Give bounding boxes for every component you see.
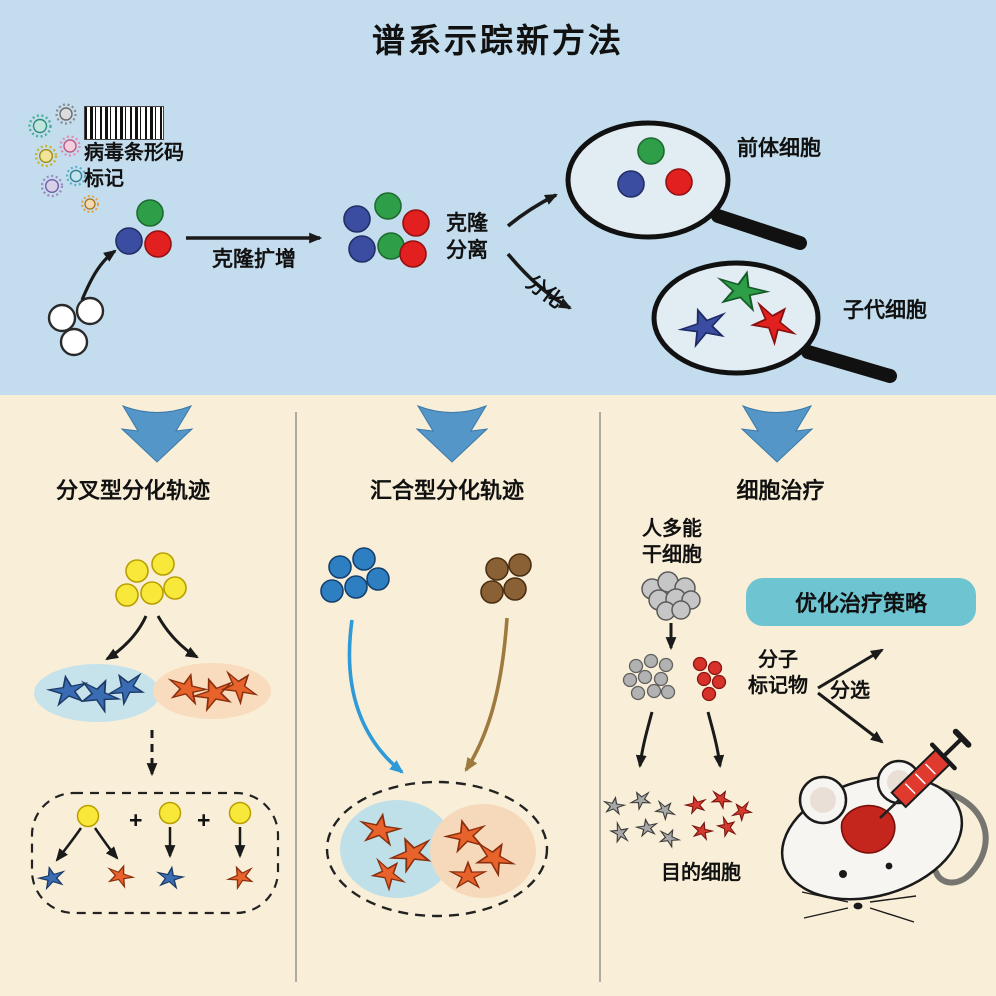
progeny-magnifier [651, 260, 897, 383]
plus-sign-2: + [197, 807, 211, 833]
blue-trajectory-arrow [347, 619, 404, 774]
precursor-magnifier [565, 120, 807, 250]
virus-particles [28, 103, 99, 213]
column-title-bifurcating: 分叉型分化轨迹 [55, 478, 210, 503]
red-target-cells [683, 786, 755, 841]
outcome-group-blue [155, 801, 185, 890]
sorting-label: 分选 [830, 680, 870, 702]
mouse-nose [853, 902, 863, 910]
precursor-cells-label: 前体细胞 [737, 137, 821, 160]
orange-fate-ellipse [153, 663, 271, 719]
column-title-cell-therapy: 细胞治疗 [736, 478, 825, 503]
viral-barcode-label-line2: 标记 [84, 168, 124, 190]
yellow-clone-cluster [115, 552, 187, 607]
clonal-expansion-label: 克隆扩增 [212, 248, 296, 271]
to-precursor-arrow [506, 193, 558, 228]
outcome-group-orange [224, 801, 257, 891]
hpsc-label-line1: 人多能 [642, 518, 702, 540]
big-arrow-right [741, 405, 813, 463]
to-progeny-arrow [506, 252, 572, 310]
outcome-dashed-box [30, 791, 280, 915]
mouse-eye [839, 870, 847, 878]
plus-sign-1: + [129, 807, 143, 833]
blue-clone-cluster [320, 547, 390, 603]
to-red-targets-arrow [706, 711, 725, 769]
column-title-converging: 汇合型分化轨迹 [369, 478, 524, 503]
bifurcation-arrow-right [156, 615, 199, 659]
infection-arrow [80, 249, 117, 301]
to-gray-targets-arrow [635, 711, 654, 769]
top-section-background [0, 0, 996, 395]
bifurcation-arrow-left [105, 615, 148, 661]
brown-clone-cluster [480, 553, 532, 604]
labeled-cell-trio [115, 199, 172, 258]
barcode-image [84, 106, 164, 140]
expanded-clone-cluster [343, 192, 430, 268]
sorting-split-arrows [817, 648, 884, 744]
gray-target-cells [602, 787, 683, 850]
molecular-marker-label-line1: 分子 [758, 649, 798, 671]
blue-fate-ellipse [34, 664, 160, 722]
mouse-whiskers [801, 891, 917, 923]
clone-separation-label-line2: 分离 [446, 239, 488, 262]
mouse-tail [925, 785, 989, 886]
progenitor-red-cluster [692, 656, 727, 702]
target-cells-label: 目的细胞 [661, 862, 741, 884]
molecular-marker-label-line2: 标记物 [748, 675, 808, 697]
big-arrow-middle [416, 405, 488, 463]
viral-barcode-label-line1: 病毒条形码 [84, 142, 184, 164]
hpsc-label-line2: 干细胞 [642, 544, 702, 566]
outcome-group-bifurcating [36, 804, 137, 891]
convergence-dashed-ellipse [325, 780, 549, 918]
hpsc-cluster [641, 571, 701, 621]
diagram-title: 谱系示踪新方法 [372, 22, 624, 59]
founder-cells [47, 296, 105, 357]
big-arrow-left [121, 405, 193, 463]
clone-separation-label-line1: 克隆 [446, 212, 488, 235]
optimize-strategy-box: 优化治疗策略 [746, 578, 976, 626]
progeny-cells-label: 子代细胞 [843, 299, 927, 322]
mouse-illustration [780, 759, 989, 923]
progenitor-gray-cluster [622, 653, 676, 701]
brown-trajectory-arrow [464, 617, 509, 772]
syringe [879, 728, 972, 819]
